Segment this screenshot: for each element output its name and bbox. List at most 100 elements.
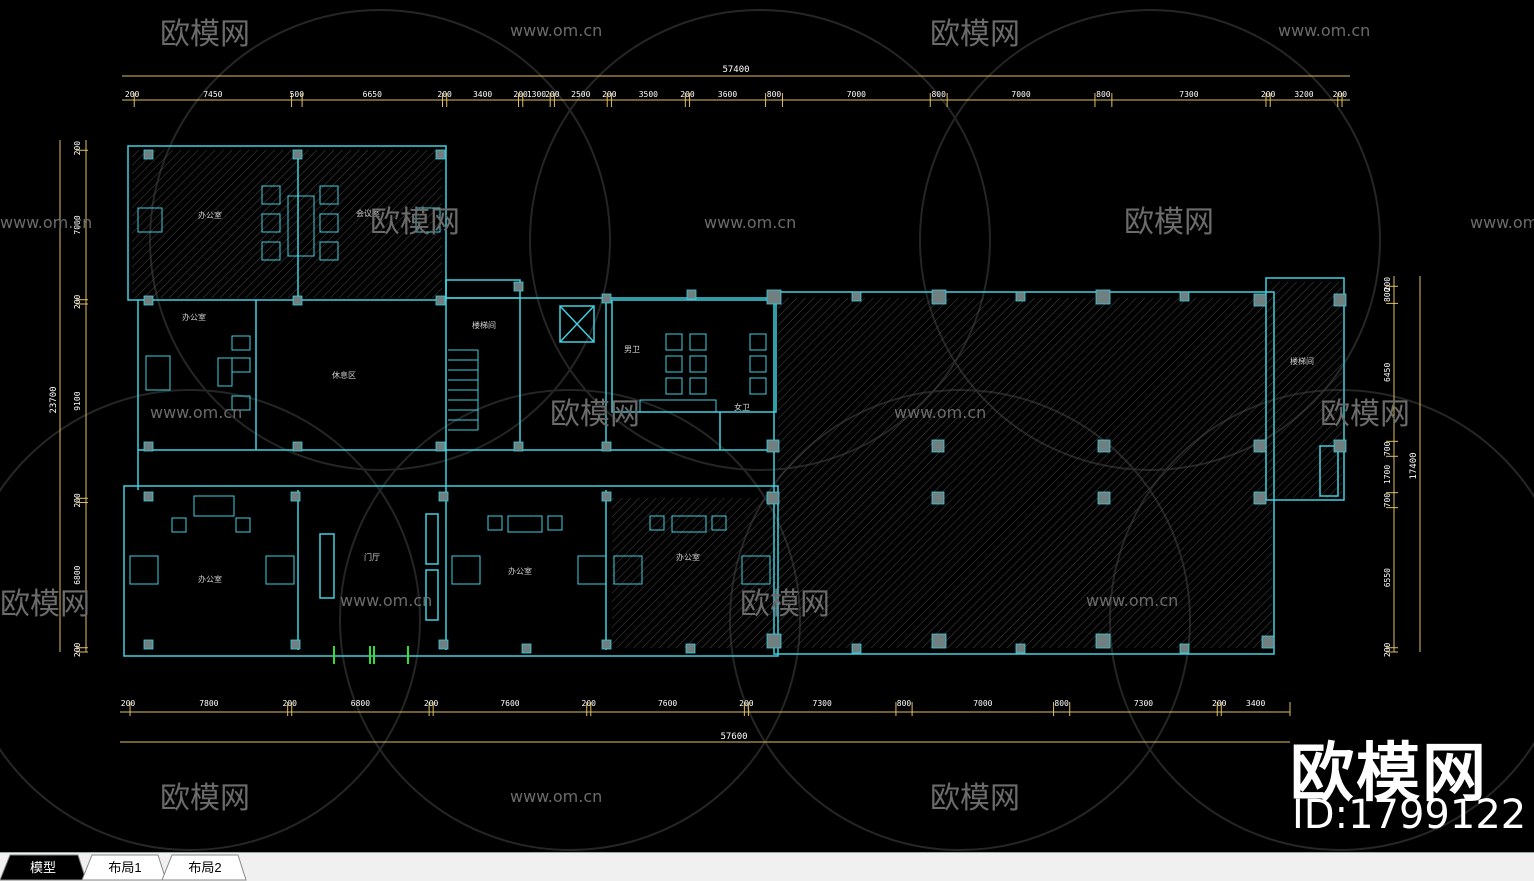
dimension-text: 200 [1383, 277, 1392, 292]
svg-text:欧模网: 欧模网 [160, 17, 250, 52]
dimension-text: 7300 [813, 699, 832, 708]
dimension-text: 200 [739, 699, 754, 708]
dimension-text: 7450 [203, 90, 222, 99]
room-label-restroom-m: 男卫 [624, 345, 640, 354]
dimension-text: 7000 [847, 90, 866, 99]
dimension-text: 200 [680, 90, 695, 99]
room-label-office-bm: 办公室 [508, 566, 532, 576]
model-id: ID:1799122 [1292, 792, 1527, 838]
dimension-text: 7800 [199, 699, 218, 708]
room-label-office-tl: 办公室 [198, 210, 222, 220]
dimension-text: 200 [73, 294, 82, 309]
dimension-text: 700 [1383, 441, 1392, 456]
dimension-text: 200 [1383, 642, 1392, 657]
dimension-text: 2500 [571, 90, 590, 99]
dimension-text: 200 [282, 699, 297, 708]
svg-text:欧模网: 欧模网 [930, 781, 1020, 816]
room-label-restroom-f: 女卫 [734, 402, 750, 412]
svg-text:欧模网: 欧模网 [0, 587, 90, 622]
dimension-text: 200 [513, 90, 528, 99]
svg-text:www.om.cn: www.om.cn [1470, 213, 1534, 232]
dimension-text: 6800 [73, 565, 82, 584]
dimension-text: 200 [73, 141, 82, 156]
dimension-text: 9100 [73, 391, 82, 410]
cad-floor-plan-canvas[interactable]: 2007450500665020034002001300200250020035… [0, 0, 1534, 852]
room-label-lounge: 休息区 [332, 370, 356, 380]
dimension-text: 7600 [658, 699, 677, 708]
dimension-text: 7300 [1134, 699, 1153, 708]
dimension-text: 200 [121, 699, 136, 708]
tab-model[interactable]: 模型 [29, 860, 56, 875]
dimension-text: 7000 [1011, 90, 1030, 99]
hatch-areas [132, 150, 1342, 648]
dimension-text: 1300 [527, 90, 546, 99]
dimension-text: 3200 [1294, 90, 1313, 99]
right-overall-dimension: 17400 [1409, 452, 1419, 479]
dimension-text: 200 [437, 90, 452, 99]
dimension-text: 6450 [1383, 363, 1392, 382]
room-label-stair-1: 楼梯间 [472, 320, 496, 330]
svg-text:www.om.cn: www.om.cn [150, 403, 242, 422]
dimension-text: 1700 [1383, 465, 1392, 484]
dimension-text: 800 [1054, 699, 1069, 708]
tab-shapes [0, 854, 247, 881]
svg-text:www.om.cn: www.om.cn [510, 787, 602, 806]
svg-text:欧模网: 欧模网 [740, 587, 830, 622]
top-overall-dimension: 57400 [722, 65, 749, 75]
room-label-stair-2: 楼梯间 [1290, 356, 1314, 366]
dimension-text: 200 [1333, 90, 1348, 99]
columns [143, 149, 1347, 654]
dimension-text: 7300 [1179, 90, 1198, 99]
entrance-doors [333, 646, 409, 664]
room-label-office-br: 办公室 [676, 552, 700, 562]
tab-layout-1[interactable]: 布局1 [108, 860, 142, 875]
svg-text:www.om.cn: www.om.cn [510, 21, 602, 40]
dimension-text: 7600 [500, 699, 519, 708]
dimension-text: 200 [545, 90, 560, 99]
tab-layout-2[interactable]: 布局2 [188, 860, 222, 875]
dimension-text: 800 [767, 90, 782, 99]
svg-text:www.om.cn: www.om.cn [1086, 591, 1178, 610]
dimension-text: 6550 [1383, 568, 1392, 587]
room-label-lobby: 门厅 [364, 552, 380, 562]
dimension-text: 200 [424, 699, 439, 708]
svg-text:www.om.cn: www.om.cn [0, 213, 92, 232]
svg-text:www.om.cn: www.om.cn [894, 403, 986, 422]
svg-text:欧模网: 欧模网 [1320, 397, 1410, 432]
dimension-text: 6800 [351, 699, 370, 708]
svg-text:欧模网: 欧模网 [930, 17, 1020, 52]
layout-tab-bar: 模型 布局1 布局2 [0, 852, 1534, 881]
svg-text:欧模网: 欧模网 [160, 781, 250, 816]
watermark-texts: 欧模网 www.om.cn 欧模网 www.om.cn www.om.cn 欧模… [0, 17, 1534, 816]
dimension-text: 200 [582, 699, 597, 708]
brand-name: 欧模网 [1290, 737, 1488, 811]
svg-text:www.om.cn: www.om.cn [704, 213, 796, 232]
dimension-text: 800 [1383, 287, 1392, 302]
svg-text:欧模网: 欧模网 [1124, 205, 1214, 240]
room-label-office-ml: 办公室 [182, 312, 206, 322]
dimension-text: 800 [897, 699, 912, 708]
svg-text:欧模网: 欧模网 [550, 397, 640, 432]
svg-text:www.om.cn: www.om.cn [340, 591, 432, 610]
bottom-overall-dimension: 57600 [720, 732, 747, 742]
room-label-office-bl: 办公室 [198, 574, 222, 584]
dimension-text: 6650 [363, 90, 382, 99]
dimension-text: 800 [1096, 90, 1111, 99]
dimension-text: 200 [73, 642, 82, 657]
dimension-text: 200 [125, 90, 140, 99]
dimension-text: 3400 [473, 90, 492, 99]
room-labels: 办公室 会议室 办公室 休息区 楼梯间 男卫 女卫 办公室 门厅 办公室 办公室… [182, 208, 1314, 584]
walls [123, 145, 1345, 657]
dimension-text: 200 [73, 493, 82, 508]
dimension-text: 700 [1383, 493, 1392, 508]
dimension-text: 500 [290, 90, 305, 99]
room-label-meeting: 会议室 [356, 208, 380, 218]
furniture [129, 185, 771, 585]
dimension-text: 200 [1261, 90, 1276, 99]
dimension-text: 3500 [639, 90, 658, 99]
dimension-lines [59, 75, 1421, 743]
